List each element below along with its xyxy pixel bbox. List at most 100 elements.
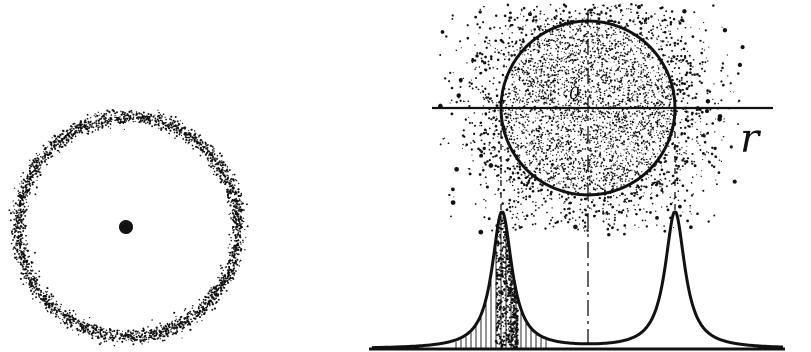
cloud-dot xyxy=(610,171,611,172)
ring-dot xyxy=(149,335,150,336)
ring-dot xyxy=(238,218,240,220)
ring-dot xyxy=(110,333,112,335)
cloud-dot xyxy=(600,92,602,94)
ring-dot xyxy=(13,205,14,206)
cloud-dot xyxy=(560,60,562,62)
ring-dot xyxy=(59,152,60,153)
cloud-dot xyxy=(640,129,642,131)
ring-dot xyxy=(160,114,161,115)
cloud-dot xyxy=(647,101,648,102)
ring-dot xyxy=(170,119,172,121)
ring-dot xyxy=(55,304,57,306)
ring-dot xyxy=(160,325,162,327)
cloud-dot xyxy=(601,70,603,72)
cloud-dot xyxy=(610,126,611,127)
cloud-dot xyxy=(572,155,573,156)
ring-dot xyxy=(94,328,96,330)
ring-dot xyxy=(214,171,216,173)
cloud-dot xyxy=(562,137,563,138)
cloud-dot xyxy=(543,74,545,76)
ring-dot xyxy=(99,115,100,116)
ring-dot xyxy=(236,180,238,182)
ring-dot xyxy=(78,334,79,335)
cloud-dot xyxy=(624,55,626,57)
cloud-dot xyxy=(508,93,509,94)
cloud-dot xyxy=(646,92,647,93)
cloud-dot xyxy=(611,155,612,156)
cloud-dot xyxy=(552,98,554,100)
ring-dot xyxy=(240,210,242,212)
cloud-dot xyxy=(534,149,536,151)
ring-dot xyxy=(239,206,241,208)
cloud-dot xyxy=(613,123,614,124)
cloud-dot xyxy=(543,170,544,171)
ring-dot xyxy=(49,141,51,143)
cloud-dot xyxy=(519,79,521,81)
cloud-dot xyxy=(615,48,616,49)
ring-dot xyxy=(173,312,175,314)
ring-dot xyxy=(106,115,107,116)
cloud-dot xyxy=(605,48,607,50)
cloud-dot xyxy=(635,80,637,82)
cloud-dot xyxy=(575,33,577,35)
ring-dot xyxy=(131,337,133,339)
ring-dot xyxy=(130,331,132,333)
ring-dot xyxy=(155,330,157,332)
ring-dot xyxy=(162,121,163,122)
ring-dot xyxy=(50,152,52,154)
ring-dot xyxy=(188,312,189,313)
ring-dot xyxy=(179,322,181,324)
ring-dot xyxy=(124,114,126,116)
cloud-dot xyxy=(593,39,594,40)
cloud-dot xyxy=(569,43,570,44)
cloud-dot xyxy=(639,134,640,135)
cloud-dot xyxy=(585,134,587,136)
cloud-dot xyxy=(572,166,574,168)
cloud-dot xyxy=(585,116,587,118)
cloud-dot xyxy=(558,82,560,84)
ring-dot xyxy=(220,172,222,174)
cloud-dot xyxy=(634,174,636,176)
cloud-dot xyxy=(593,180,594,181)
cloud-dot xyxy=(645,153,647,155)
cloud-dot xyxy=(646,73,648,75)
cloud-dot xyxy=(599,55,600,56)
cloud-dot xyxy=(668,132,669,133)
ring-dot xyxy=(99,126,100,127)
cloud-dot xyxy=(618,155,620,157)
ring-dot xyxy=(177,128,179,130)
ring-dot xyxy=(237,191,239,193)
cloud-dot xyxy=(633,142,634,143)
ring-dot xyxy=(135,330,137,332)
cloud-dot xyxy=(580,73,582,75)
cloud-dot xyxy=(513,124,515,126)
ring-dot xyxy=(105,124,107,126)
cloud-dot xyxy=(521,110,523,112)
cloud-dot xyxy=(626,176,627,177)
cloud-dot xyxy=(533,155,534,156)
cloud-dot xyxy=(632,96,633,97)
cloud-dot xyxy=(535,101,536,102)
cloud-dot xyxy=(604,126,605,127)
cloud-dot xyxy=(537,41,539,43)
cloud-dot xyxy=(637,171,639,173)
ring-dot xyxy=(194,137,196,139)
ring-dot xyxy=(27,176,29,178)
cloud-dot xyxy=(604,118,606,120)
cloud-dot xyxy=(606,31,607,32)
cloud-dot xyxy=(525,60,527,62)
cloud-dot xyxy=(569,31,570,32)
cloud-dot xyxy=(564,59,565,60)
ring-dot xyxy=(237,235,238,236)
ring-dot xyxy=(38,276,40,278)
ring-dot xyxy=(58,309,60,311)
cloud-dot xyxy=(598,128,599,129)
ring-dot xyxy=(34,170,36,172)
cloud-dot xyxy=(511,105,513,107)
ring-dot xyxy=(244,229,245,230)
cloud-dot xyxy=(623,113,625,115)
ring-dot xyxy=(235,248,236,249)
cloud-dot xyxy=(591,92,592,93)
cloud-dot xyxy=(632,64,634,66)
ring-dot xyxy=(168,133,170,135)
